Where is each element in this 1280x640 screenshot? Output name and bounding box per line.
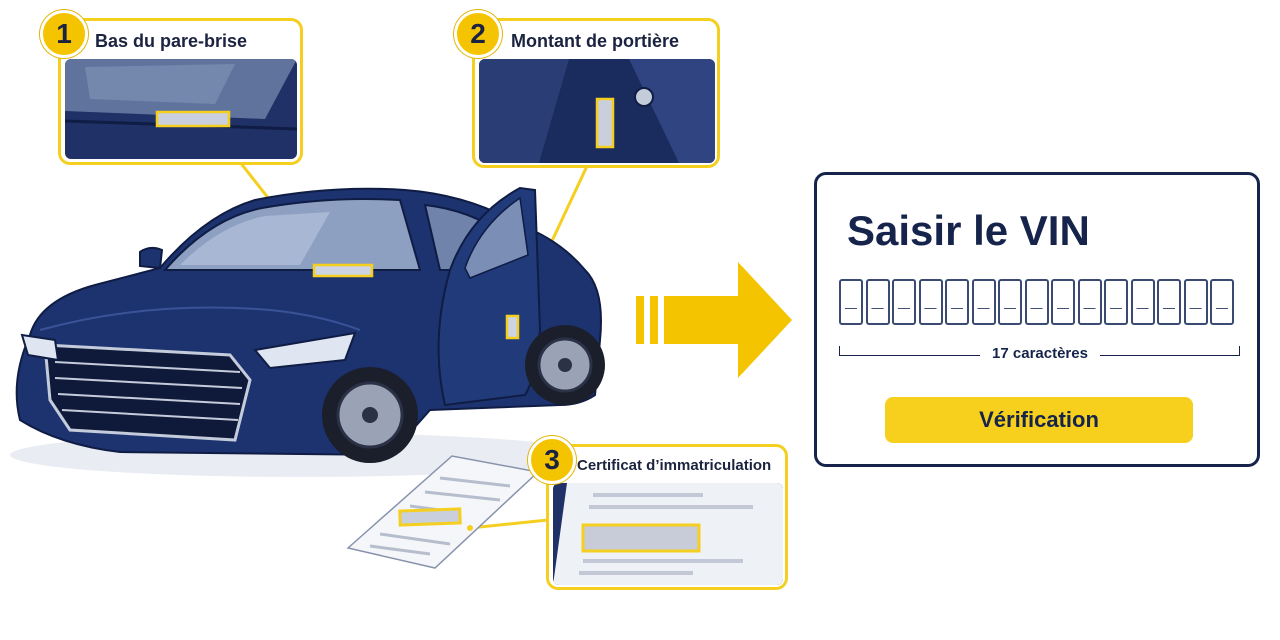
badge-number-2: 2 bbox=[454, 10, 502, 58]
vin-char-box[interactable]: _ bbox=[918, 279, 943, 325]
character-count-label: 17 caractères bbox=[980, 345, 1100, 362]
badge-number-1: 1 bbox=[40, 10, 88, 58]
vin-input-boxes[interactable]: _______________ bbox=[839, 279, 1234, 325]
vin-char-box[interactable]: _ bbox=[1210, 279, 1234, 325]
vin-marker-door bbox=[505, 314, 520, 340]
vin-char-box[interactable]: _ bbox=[945, 279, 969, 325]
verify-button[interactable]: Vérification bbox=[885, 397, 1193, 443]
vin-panel-title: Saisir le VIN bbox=[847, 207, 1090, 254]
callout-windshield: Bas du pare-brise bbox=[58, 18, 303, 165]
vin-char-box[interactable]: _ bbox=[892, 279, 916, 325]
callout-registration-certificate: Certificat d’immatriculation bbox=[546, 444, 788, 590]
vin-char-box[interactable]: _ bbox=[1024, 279, 1049, 325]
vin-char-box[interactable]: _ bbox=[1051, 279, 1075, 325]
vin-marker-document bbox=[398, 507, 462, 527]
door-pillar-closeup-image bbox=[479, 59, 715, 163]
callout-title-registration: Certificat d’immatriculation bbox=[577, 457, 772, 474]
arrow-icon bbox=[636, 262, 792, 378]
vin-char-box[interactable]: _ bbox=[1130, 279, 1155, 325]
vin-char-box[interactable]: _ bbox=[865, 279, 890, 325]
vin-marker-windshield bbox=[312, 263, 374, 278]
vin-char-box[interactable]: _ bbox=[971, 279, 996, 325]
callout-door-pillar: Montant de portière bbox=[472, 18, 720, 168]
vin-char-box[interactable]: _ bbox=[839, 279, 863, 325]
callout-title-windshield: Bas du pare-brise bbox=[95, 31, 248, 51]
vin-char-box[interactable]: _ bbox=[1077, 279, 1102, 325]
registration-document bbox=[346, 455, 540, 569]
windshield-closeup-image bbox=[65, 59, 297, 159]
car-illustration bbox=[10, 186, 605, 477]
vin-char-box[interactable]: _ bbox=[1157, 279, 1181, 325]
vin-char-box[interactable]: _ bbox=[1104, 279, 1128, 325]
badge-number-3: 3 bbox=[528, 436, 576, 484]
registration-closeup-image bbox=[553, 483, 783, 585]
callout-title-door-pillar: Montant de portière bbox=[511, 31, 680, 51]
vin-entry-panel: Saisir le VIN _______________ 17 caractè… bbox=[814, 172, 1260, 467]
leader-line-3 bbox=[469, 518, 549, 530]
vin-char-box[interactable]: _ bbox=[998, 279, 1022, 325]
vin-char-box[interactable]: _ bbox=[1183, 279, 1208, 325]
